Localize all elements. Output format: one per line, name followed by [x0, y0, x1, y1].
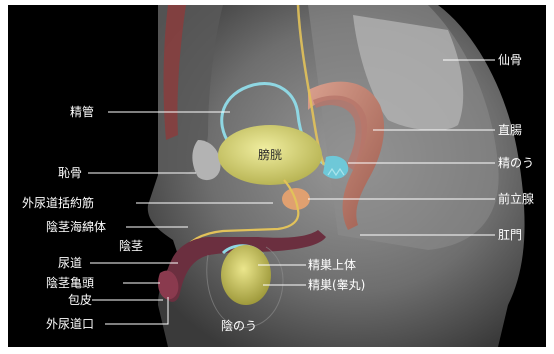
label-glans-penis: 陰茎亀頭: [46, 276, 94, 290]
label-corpus-spongiosum: 陰茎海綿体: [46, 220, 106, 234]
label-seminal-vesicle: 精のう: [498, 156, 534, 170]
label-prostate: 前立腺: [498, 192, 534, 206]
label-urethra: 尿道: [58, 256, 82, 270]
label-scrotum: 陰のう: [221, 319, 257, 333]
testis: [221, 245, 271, 305]
label-sacrum: 仙骨: [498, 53, 522, 67]
label-testis: 精巣(睾丸): [308, 278, 365, 292]
label-bladder: 膀胱: [258, 148, 282, 162]
label-rectum: 直腸: [498, 123, 522, 137]
label-foreskin: 包皮: [68, 293, 92, 307]
label-external-urethral-sphincter: 外尿道括約筋: [22, 196, 94, 210]
label-external-urethral-orifice: 外尿道口: [46, 317, 94, 331]
diagram-panel: 仙骨 精管 膀胱 直腸 精のう 恥骨 前立腺 外尿道括約筋 陰茎海綿体 陰茎 肛…: [8, 5, 546, 347]
label-pubis: 恥骨: [58, 166, 82, 180]
label-epididymis: 精巣上体: [308, 258, 356, 272]
label-anus: 肛門: [498, 228, 522, 242]
label-penis: 陰茎: [119, 239, 143, 253]
label-vas-deferens: 精管: [70, 105, 94, 119]
